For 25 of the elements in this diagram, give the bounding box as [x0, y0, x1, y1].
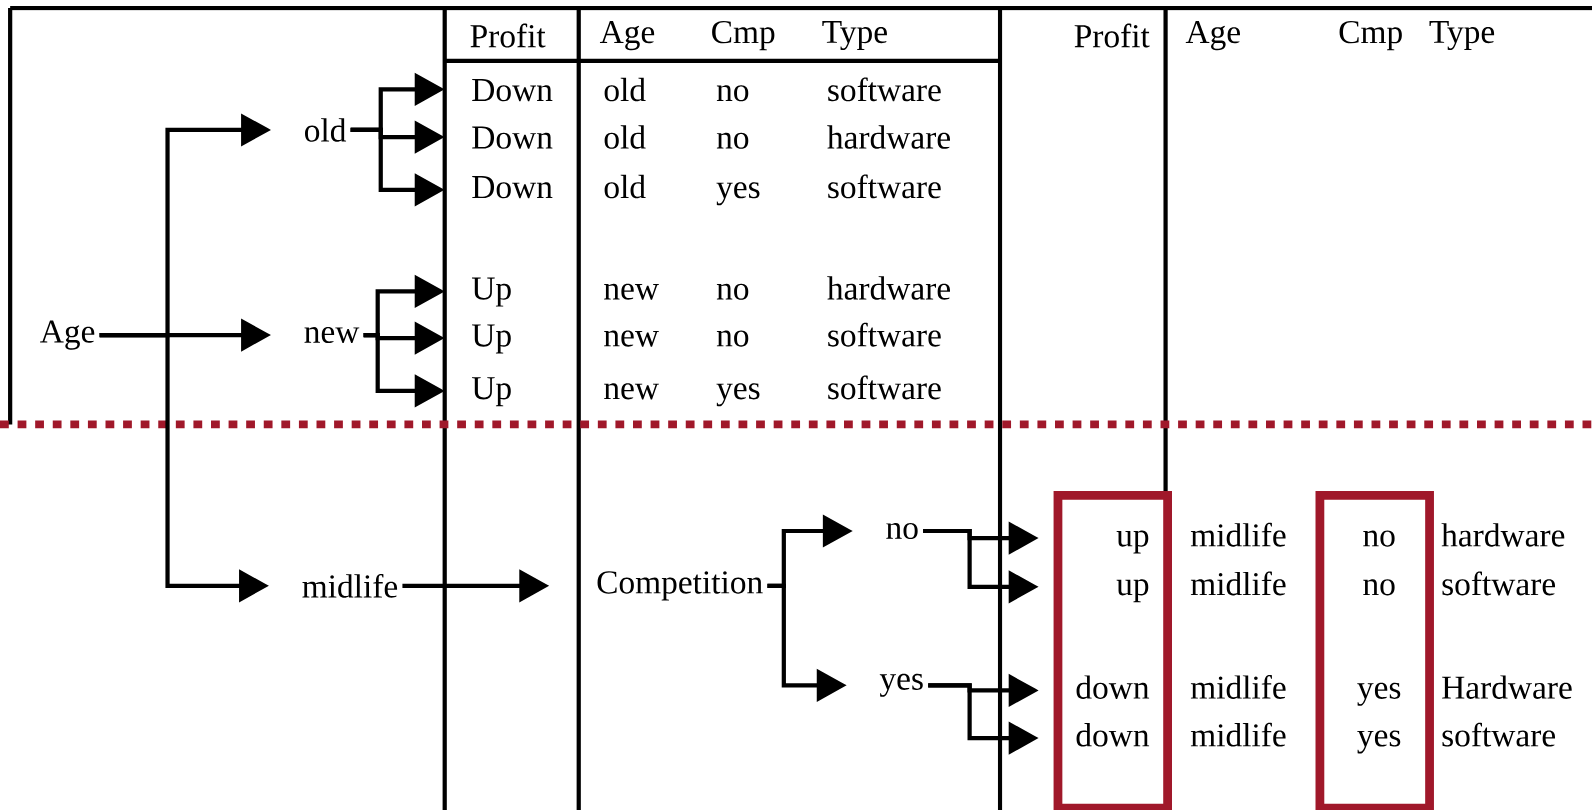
column-header: Profit: [470, 23, 546, 48]
table-row: Down old yes software: [472, 174, 941, 206]
tree-label: no: [886, 522, 918, 539]
tree-label: midlife: [302, 573, 398, 598]
tree-label: yes: [879, 673, 923, 697]
tree-label: old: [305, 118, 347, 142]
tree-label: new: [304, 326, 360, 343]
table-row: Up new yes software: [472, 375, 941, 407]
table-row: down midlife yes software: [1076, 722, 1555, 754]
column-header: Age: [599, 20, 655, 51]
table-row: Down old no hardware: [472, 125, 950, 149]
column-header: Age: [1185, 20, 1240, 51]
table-row: Up new no hardware: [472, 276, 950, 307]
table-row: down midlife yes Hardware: [1076, 674, 1572, 706]
tree-label: Competition: [597, 571, 763, 601]
tree-label: Age: [40, 320, 95, 350]
table-row: up midlife no hardware: [1116, 522, 1565, 554]
table-row: up midlife no software: [1116, 571, 1555, 603]
column-header: Profit: [1074, 23, 1150, 48]
table-row: Down old no software: [472, 77, 941, 102]
table-row: Up new no software: [472, 322, 941, 354]
column-header: Cmp: [712, 20, 775, 51]
column-header: Type: [822, 20, 887, 50]
column-header: Cmp: [1339, 20, 1402, 51]
column-header: Type: [1429, 20, 1495, 50]
